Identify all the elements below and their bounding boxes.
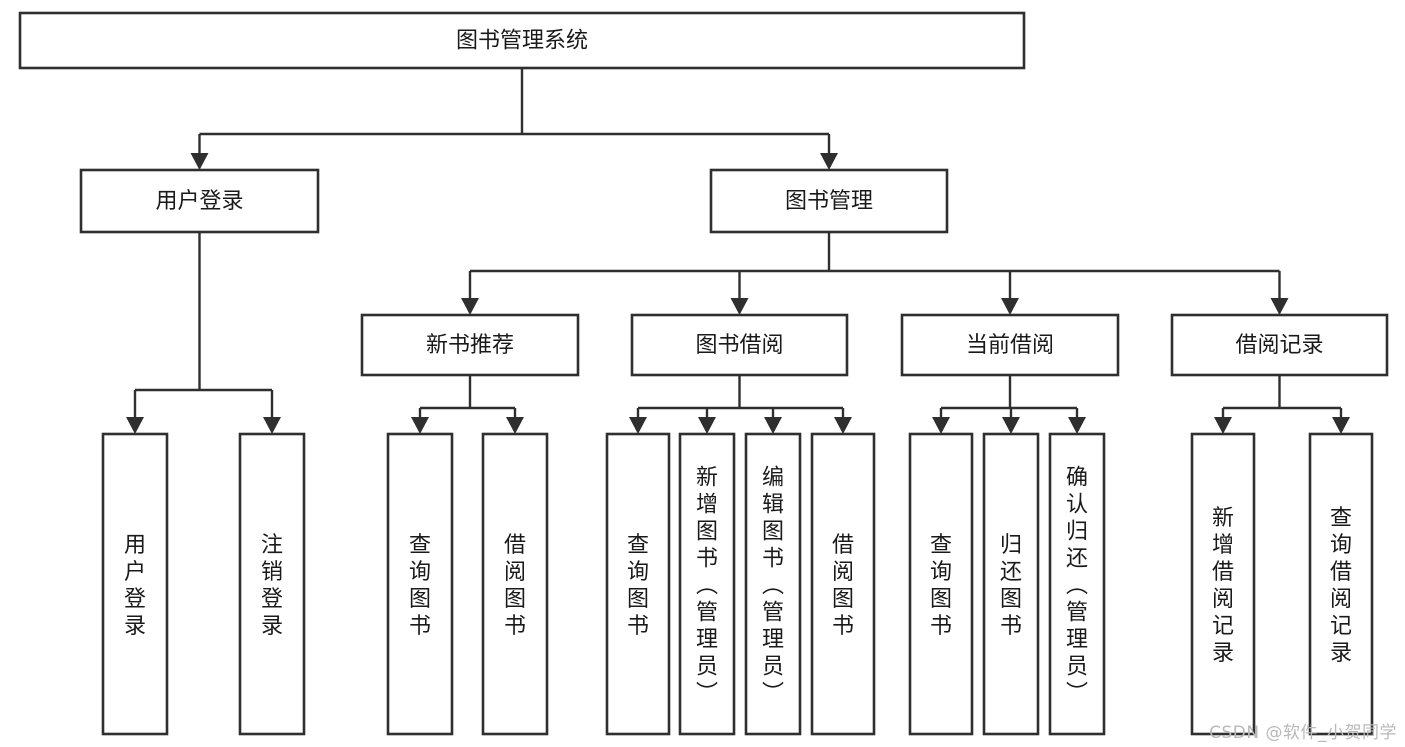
node-box [709, 168, 949, 234]
arrow-head-icon [1068, 417, 1086, 434]
arrow-head-icon [190, 153, 209, 170]
node-box [630, 313, 849, 377]
arrow-head-icon [698, 417, 716, 434]
arrow-head-icon [461, 298, 479, 315]
node-box [386, 432, 454, 736]
node-leaf-record-add[interactable]: 新增借阅记录 [1190, 432, 1256, 736]
leaf-label: 新增图书︵管理员︶ [696, 466, 718, 707]
node-box [1170, 313, 1389, 377]
node-leaf-current-confirm-return[interactable]: 确认归还︵管理员︶ [1048, 432, 1106, 736]
node-box [238, 432, 306, 736]
node-leaf-record-query[interactable]: 查询借阅记录 [1308, 432, 1374, 736]
node-book-manage[interactable]: 图书管理 [709, 168, 949, 234]
node-leaf-borrow-add-book[interactable]: 新增图书︵管理员︶ [678, 432, 736, 736]
arrow-head-icon [764, 417, 782, 434]
leaf-label: 归还图书 [1000, 533, 1022, 639]
arrow-head-icon [834, 417, 852, 434]
node-label: 图书管理 [785, 189, 873, 214]
node-current-borrow[interactable]: 当前借阅 [900, 313, 1120, 377]
leaf-label: 借阅图书 [504, 533, 526, 639]
node-root[interactable]: 图书管理系统 [18, 11, 1026, 70]
node-book-borrow[interactable]: 图书借阅 [630, 313, 849, 377]
leaf-label: 查询图书 [627, 533, 649, 639]
node-leaf-current-query-book[interactable]: 查询图书 [908, 432, 974, 736]
node-box [1190, 432, 1256, 736]
arrow-head-icon [126, 417, 144, 434]
arrow-head-icon [1214, 417, 1232, 434]
node-leaf-current-return-book[interactable]: 归还图书 [982, 432, 1040, 736]
node-box [678, 432, 736, 736]
arrow-head-icon [629, 417, 647, 434]
leaf-label: 编辑图书︵管理员︶ [762, 466, 784, 707]
node-label: 新书推荐 [426, 333, 514, 358]
node-label: 用户登录 [155, 189, 243, 214]
node-box [101, 432, 169, 736]
node-leaf-rec-borrow-book[interactable]: 借阅图书 [481, 432, 549, 736]
leaf-label: 用户登录 [124, 533, 146, 639]
node-box [605, 432, 671, 736]
arrow-head-icon [506, 417, 524, 434]
node-box [810, 432, 876, 736]
arrow-head-icon [932, 417, 950, 434]
leaf-label: 查询图书 [409, 533, 431, 639]
node-box [900, 313, 1120, 377]
node-leaf-rec-query-book[interactable]: 查询图书 [386, 432, 454, 736]
leaf-label: 确认归还︵管理员︶ [1066, 466, 1088, 707]
node-box [908, 432, 974, 736]
node-box [481, 432, 549, 736]
leaf-label: 查询借阅记录 [1330, 506, 1352, 666]
arrow-head-icon [1270, 298, 1289, 315]
node-leaf-borrow-edit-book[interactable]: 编辑图书︵管理员︶ [744, 432, 802, 736]
node-box [1048, 432, 1106, 736]
connector-edges-layer [126, 68, 1350, 434]
node-borrow-record[interactable]: 借阅记录 [1170, 313, 1389, 377]
arrow-head-icon [1001, 298, 1019, 315]
node-leaf-borrow-borrow-book[interactable]: 借阅图书 [810, 432, 876, 736]
csdn-watermark: CSDN @软件_小贺同学 [1209, 723, 1397, 743]
arrow-head-icon [730, 298, 749, 315]
node-box [982, 432, 1040, 736]
node-box [18, 11, 1026, 70]
node-user-login[interactable]: 用户登录 [79, 168, 320, 234]
node-label: 图书管理系统 [456, 29, 588, 54]
node-leaf-user-logout[interactable]: 注销登录 [238, 432, 306, 736]
node-label: 当前借阅 [966, 333, 1054, 358]
leaf-label: 注销登录 [261, 533, 283, 639]
leaf-label: 新增借阅记录 [1212, 506, 1234, 666]
diagram-nodes-layer: 图书管理系统用户登录图书管理新书推荐图书借阅当前借阅借阅记录用户登录注销登录查询… [18, 11, 1389, 736]
node-new-book-recommend[interactable]: 新书推荐 [360, 313, 580, 377]
node-box [79, 168, 320, 234]
node-box [360, 313, 580, 377]
arrow-head-icon [1332, 417, 1350, 434]
arrow-head-icon [263, 417, 281, 434]
arrow-head-icon [820, 153, 838, 170]
node-label: 借阅记录 [1235, 333, 1323, 358]
node-leaf-user-login[interactable]: 用户登录 [101, 432, 169, 736]
leaf-label: 借阅图书 [832, 533, 854, 639]
node-box [1308, 432, 1374, 736]
arrow-head-icon [411, 417, 429, 434]
node-label: 图书借阅 [695, 333, 783, 358]
node-box [744, 432, 802, 736]
arrow-head-icon [1002, 417, 1020, 434]
node-leaf-borrow-query-book[interactable]: 查询图书 [605, 432, 671, 736]
leaf-label: 查询图书 [930, 533, 952, 639]
